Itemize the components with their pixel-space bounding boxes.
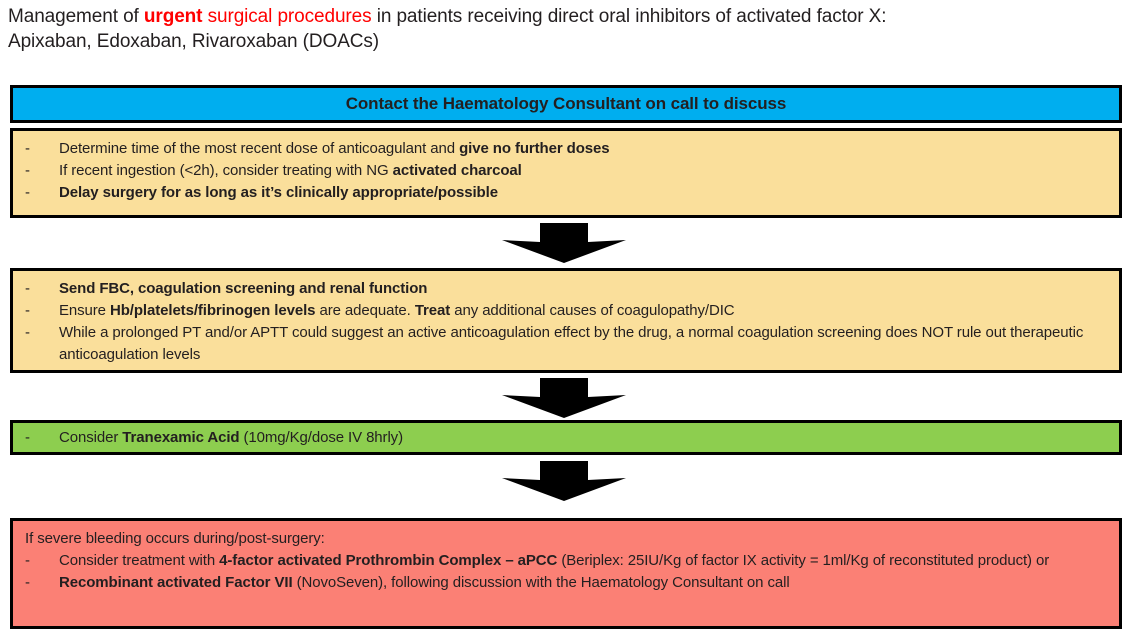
bullet-dash-icon: -: [25, 140, 30, 157]
bullet-dash-icon: -: [25, 324, 30, 341]
bullet-list: - Consider Tranexamic Acid (10mg/Kg/dose …: [13, 423, 1119, 453]
title-subline: Apixaban, Edoxaban, Rivaroxaban (DOACs): [8, 31, 380, 52]
down-arrow-icon: [502, 378, 626, 418]
list-item-text: While a prolonged PT and/or APTT could s…: [59, 324, 1084, 363]
title-text-part3: in patients receiving direct oral inhibi…: [371, 6, 887, 27]
bullet-dash-icon: -: [25, 302, 30, 319]
list-item: - If recent ingestion (<2h), consider tre…: [21, 160, 1109, 182]
list-item: - Determine time of the most recent dose …: [21, 138, 1109, 160]
bullet-list: - Determine time of the most recent dose …: [13, 131, 1119, 211]
list-item-text: Determine time of the most recent dose o…: [59, 140, 610, 157]
list-lead-text: If severe bleeding occurs during/post-su…: [25, 530, 325, 547]
title-urgent-emphasis: urgent: [143, 6, 203, 27]
step-box-initial-actions: - Determine time of the most recent dose …: [10, 128, 1122, 218]
step-box-investigations: - Send FBC, coagulation screening and ren…: [10, 268, 1122, 373]
list-item-text: Recombinant activated Factor VII (NovoSe…: [59, 574, 790, 591]
list-item: - Send FBC, coagulation screening and ren…: [21, 278, 1109, 300]
bullet-dash-icon: -: [25, 280, 30, 297]
bullet-dash-icon: -: [25, 184, 30, 201]
list-item: - Consider treatment with 4-factor activa…: [21, 550, 1109, 572]
list-item-text: Delay surgery for as long as it’s clinic…: [59, 184, 498, 201]
down-arrow-icon: [502, 461, 626, 501]
bullet-list: If severe bleeding occurs during/post-su…: [13, 521, 1119, 601]
list-item: - Ensure Hb/platelets/fibrinogen levels a…: [21, 300, 1109, 322]
bullet-list: - Send FBC, coagulation screening and ren…: [13, 271, 1119, 373]
list-item-text: If recent ingestion (<2h), consider trea…: [59, 162, 522, 179]
bullet-dash-icon: -: [25, 574, 30, 591]
page-title: Management of urgent surgical procedures…: [8, 4, 1118, 54]
list-item: - Consider Tranexamic Acid (10mg/Kg/dose …: [21, 427, 1109, 449]
title-surgical-procedures: surgical procedures: [202, 6, 372, 27]
list-item-text: Consider Tranexamic Acid (10mg/Kg/dose I…: [59, 429, 403, 446]
down-arrow-icon: [502, 223, 626, 263]
step-box-tranexamic-acid: - Consider Tranexamic Acid (10mg/Kg/dose …: [10, 420, 1122, 455]
bullet-dash-icon: -: [25, 552, 30, 569]
header-banner-label: Contact the Haematology Consultant on ca…: [345, 94, 787, 113]
bullet-dash-icon: -: [25, 162, 30, 179]
list-item: - Recombinant activated Factor VII (NovoS…: [21, 572, 1109, 594]
list-item: - Delay surgery for as long as it’s clini…: [21, 182, 1109, 204]
step-box-severe-bleeding: If severe bleeding occurs during/post-su…: [10, 518, 1122, 629]
bullet-dash-icon: -: [25, 429, 30, 446]
list-item-text: Consider treatment with 4-factor activat…: [59, 552, 1050, 569]
list-item-text: Send FBC, coagulation screening and rena…: [59, 280, 428, 297]
header-banner: Contact the Haematology Consultant on ca…: [10, 85, 1122, 123]
list-item: - While a prolonged PT and/or APTT could …: [21, 322, 1109, 366]
list-item-text: Ensure Hb/platelets/fibrinogen levels ar…: [59, 302, 735, 319]
title-text-part1: Management of: [8, 6, 144, 27]
